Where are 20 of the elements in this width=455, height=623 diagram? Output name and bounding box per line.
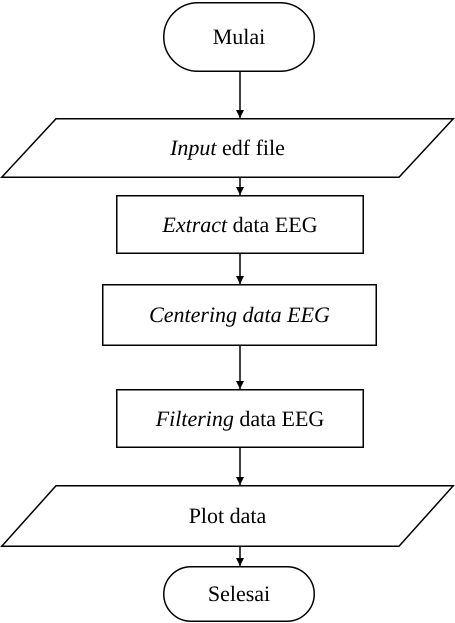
- arrow: [236, 346, 244, 389]
- terminator-shape: [163, 566, 315, 622]
- arrow: [236, 254, 244, 284]
- arrow: [236, 178, 244, 195]
- arrow: [236, 547, 244, 566]
- node-label: Input edf file: [170, 135, 285, 161]
- node-label: Extract data EEG: [162, 212, 318, 238]
- terminator-shape: [163, 2, 315, 72]
- process-box: [102, 284, 377, 346]
- arrow: [236, 448, 244, 485]
- process-box: [116, 389, 364, 448]
- node-label: Filtering data EEG: [156, 406, 324, 432]
- node-label: Selesai: [208, 581, 270, 607]
- node-label: Plot data: [188, 503, 266, 529]
- process-box: [116, 195, 364, 254]
- node-label: Mulai: [212, 24, 266, 50]
- arrow: [236, 72, 244, 118]
- node-label: Centering data EEG: [149, 302, 330, 328]
- io-parallelogram: [1, 118, 454, 178]
- io-parallelogram: [1, 485, 454, 547]
